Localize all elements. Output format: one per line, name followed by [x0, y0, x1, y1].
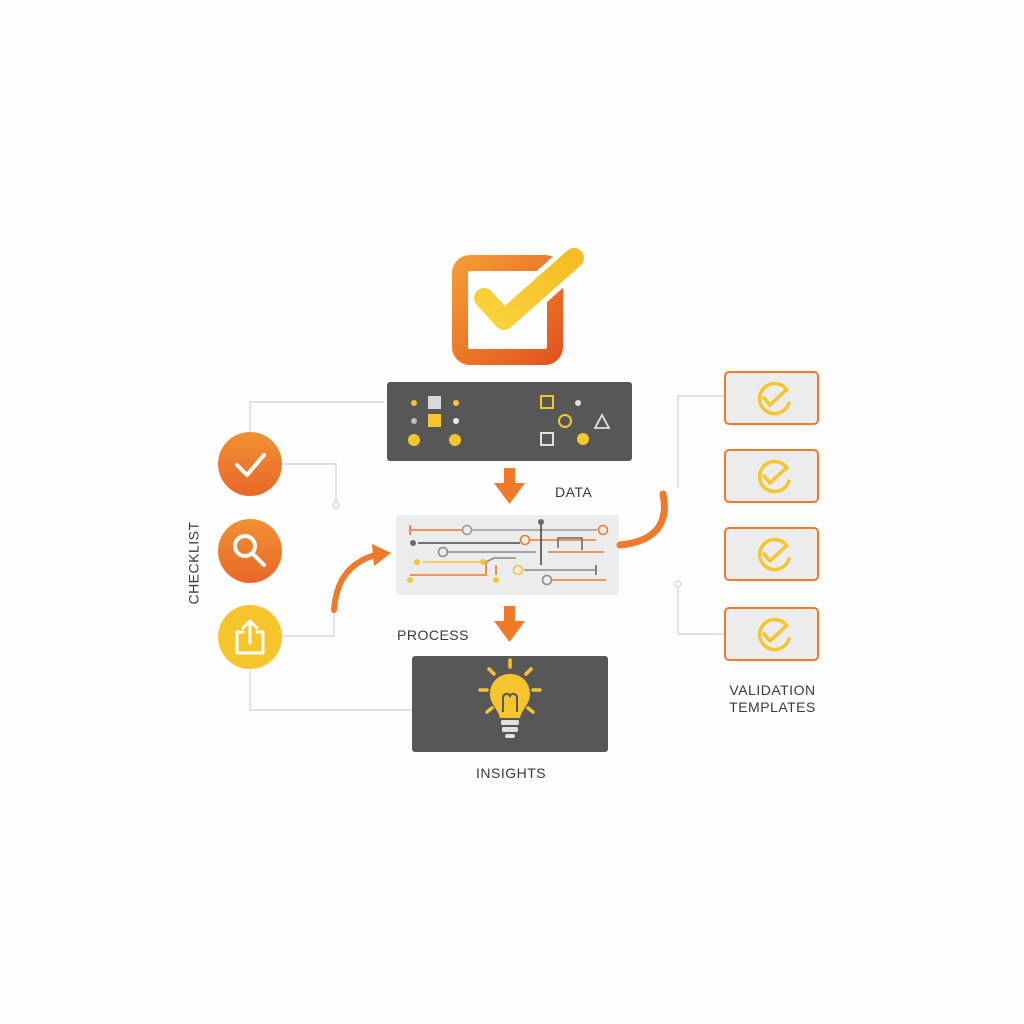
validation-template-card	[724, 371, 819, 425]
insights-panel	[412, 656, 608, 752]
circuit-nodes	[407, 519, 609, 586]
validation-templates-label: VALIDATION TEMPLATES	[729, 682, 816, 715]
data-label: DATA	[555, 484, 593, 500]
curved-arrow-icon	[331, 544, 391, 613]
validation-template-card	[724, 449, 819, 503]
lightbulb-icon	[478, 658, 542, 738]
arrow-down-icon	[494, 468, 525, 504]
connector-node	[332, 501, 340, 509]
check-circle-icon	[757, 537, 791, 572]
arrow-down-icon	[494, 606, 525, 642]
circuit-lines	[409, 522, 606, 581]
check-icon	[235, 453, 266, 477]
search-icon	[233, 534, 266, 567]
validation-template-card	[724, 527, 819, 581]
connector-node	[674, 580, 682, 588]
connector-lines	[249, 395, 724, 711]
checkbox-check-icon	[452, 243, 589, 365]
process-panel	[396, 515, 619, 595]
check-circle-icon	[757, 381, 791, 416]
checklist-item-check	[218, 432, 282, 496]
check-circle-icon	[757, 459, 791, 494]
curved-arrow-icon	[616, 490, 668, 549]
validation-template-card	[724, 607, 819, 661]
checklist-item-search	[218, 519, 282, 583]
share-icon	[235, 619, 265, 655]
data-panel	[387, 382, 632, 461]
checklist-item-share	[218, 605, 282, 669]
check-circle-icon	[757, 617, 791, 652]
checklist-label: CHECKLIST	[185, 521, 202, 605]
insights-label: INSIGHTS	[476, 765, 547, 781]
data-symbols	[408, 395, 611, 446]
process-label: PROCESS	[397, 627, 469, 643]
